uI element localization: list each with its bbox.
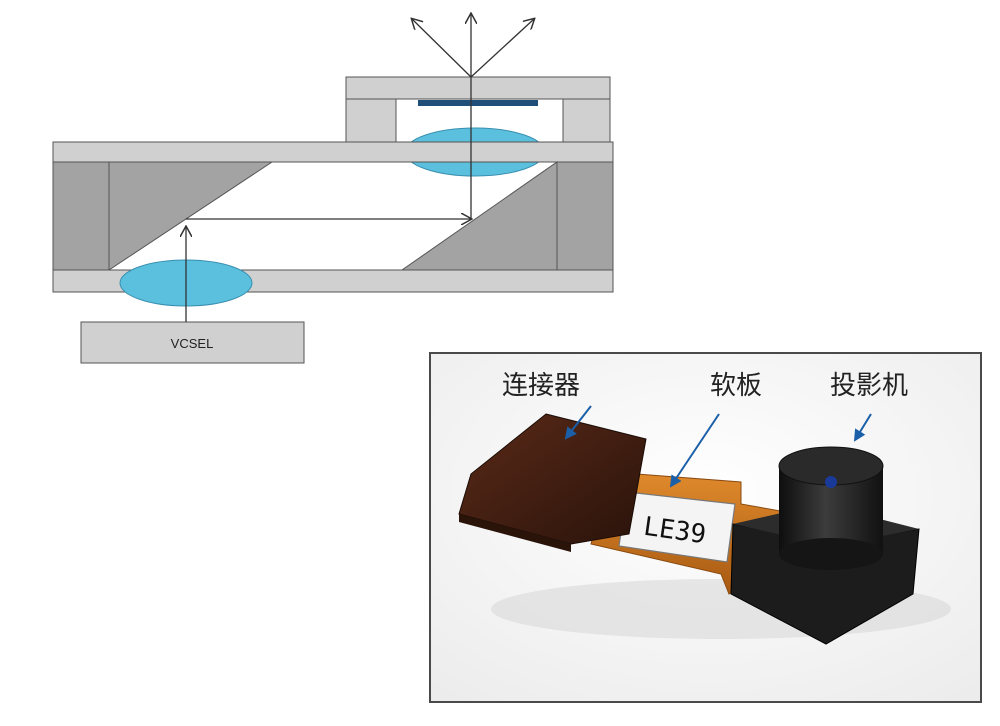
arrow-projector xyxy=(853,413,872,442)
projector-barrel-bottom xyxy=(779,538,883,570)
vcsel-block xyxy=(80,321,305,364)
label-connector: 连接器 xyxy=(502,371,580,401)
arrow-flex-board xyxy=(669,413,720,488)
vcsel-label: VCSEL xyxy=(171,336,214,351)
beam-spread-right xyxy=(470,19,534,78)
top-cap-right-post xyxy=(562,98,611,143)
label-projector: 投影机 xyxy=(830,371,908,401)
housing-top-plate xyxy=(52,141,614,163)
projector-aperture xyxy=(825,476,837,488)
module-illustration: LE39 连接器 软板 投影机 xyxy=(431,354,980,701)
top-cap-left-post xyxy=(345,98,397,143)
doe-plate xyxy=(418,100,538,106)
housing-right-wall xyxy=(556,161,614,271)
right-prism xyxy=(400,161,558,271)
beam-spread-left xyxy=(412,19,472,78)
top-cap-plate xyxy=(345,76,611,100)
module-photo: LE39 连接器 软板 投影机 xyxy=(429,352,982,703)
arrow-connector xyxy=(564,405,592,440)
housing-left-wall xyxy=(52,161,110,271)
label-flex-board: 软板 xyxy=(710,371,762,401)
left-prism xyxy=(108,161,274,271)
connector-edge xyxy=(459,514,571,552)
